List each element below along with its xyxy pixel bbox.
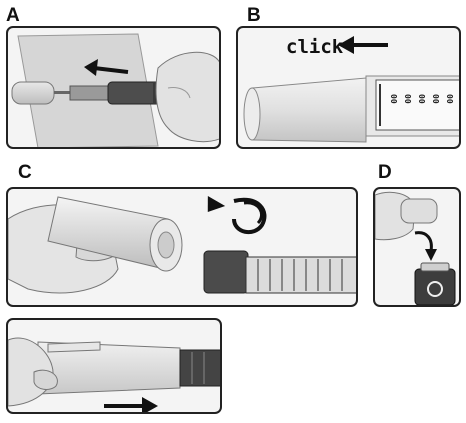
panel-c xyxy=(6,187,358,307)
arrow-right-icon xyxy=(104,397,158,412)
svg-text:00: 00 xyxy=(431,94,440,104)
pen-barrel xyxy=(365,75,459,137)
outer-needle-cap xyxy=(47,196,183,272)
click-annotation: click xyxy=(286,36,344,58)
step-label-b: B xyxy=(247,5,261,26)
step-label-d: D xyxy=(378,162,392,183)
sharps-container-icon xyxy=(414,262,456,305)
svg-text:00: 00 xyxy=(389,94,398,104)
needle-cap xyxy=(11,81,55,105)
rotate-icon xyxy=(207,195,267,235)
hand xyxy=(155,51,219,143)
panel-b: click 00 00 00 00 00 xyxy=(236,26,461,149)
needle-cap xyxy=(400,198,438,224)
panel-d xyxy=(373,187,461,307)
pen-cap xyxy=(37,341,181,395)
svg-text:00: 00 xyxy=(403,94,412,104)
svg-text:00: 00 xyxy=(445,94,454,104)
needle xyxy=(54,91,72,94)
step-label-c: C xyxy=(18,162,32,183)
dose-scale: 00 00 00 00 00 xyxy=(379,84,454,126)
panel-e xyxy=(6,318,222,414)
step-label-a: A xyxy=(6,5,20,26)
pen-body xyxy=(203,250,356,294)
arrow-left-icon xyxy=(338,36,388,54)
arrow-left-icon xyxy=(84,59,129,76)
panel-a xyxy=(6,26,221,149)
svg-text:00: 00 xyxy=(417,94,426,104)
pen-cap xyxy=(243,77,367,143)
curved-arrow-icon xyxy=(414,231,437,261)
pen-barrel xyxy=(179,349,220,387)
